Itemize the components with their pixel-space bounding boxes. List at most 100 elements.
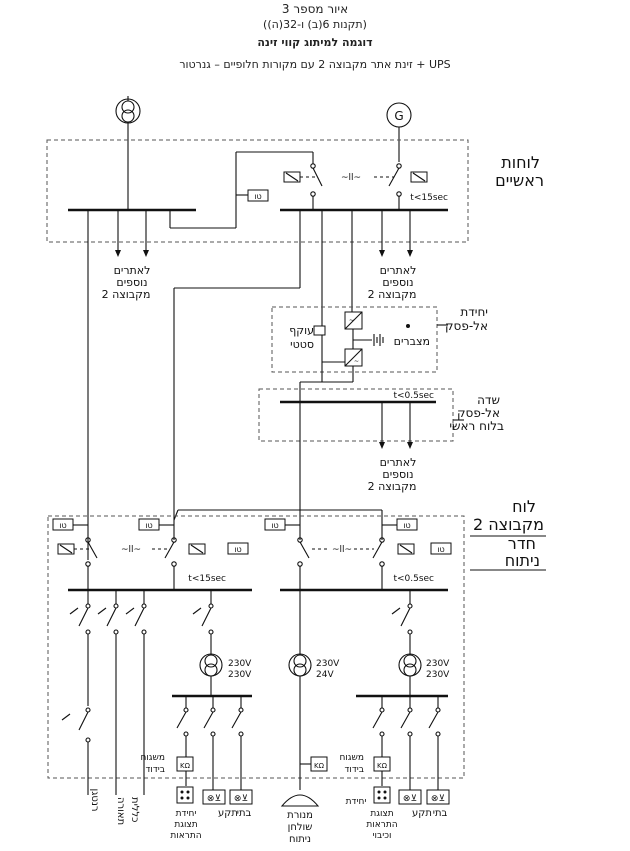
svg-text:⊗⊻: ⊗⊻ bbox=[403, 794, 417, 804]
generator-symbol: G bbox=[394, 109, 403, 123]
svg-text:טו: טו bbox=[254, 192, 261, 201]
time-delay-ups: t<0.5sec bbox=[393, 391, 434, 401]
svg-text:~: ~ bbox=[354, 358, 359, 365]
figure-number: איור מספר 3 bbox=[281, 2, 349, 16]
svg-text:יחידת: יחידת bbox=[460, 305, 488, 319]
svg-text:כללית: כללית bbox=[129, 797, 140, 822]
alarm-panel-right bbox=[373, 786, 391, 804]
isolation-transformer-center: 230V 24V bbox=[288, 653, 340, 696]
svg-text:תצוגת: תצוגת bbox=[370, 809, 393, 819]
svg-text:התראות: התראות bbox=[366, 820, 397, 830]
svg-text:טו: טו bbox=[403, 521, 410, 530]
operating-lamp bbox=[280, 794, 320, 807]
more-sites-label-left: לאתרים נוספים מקבוצה 2 bbox=[102, 264, 151, 301]
svg-text:נוספים: נוספים bbox=[116, 276, 147, 289]
alarm-panel-left bbox=[176, 786, 194, 804]
isolation-transformer-right: 230V 230V bbox=[398, 653, 450, 696]
svg-text:בלוח ראשי: בלוח ראשי bbox=[449, 419, 504, 433]
svg-text:וכיבוי: וכיבוי bbox=[373, 831, 392, 841]
batteries: מצברים bbox=[353, 334, 430, 348]
svg-text:אל-פסק: אל-פסק bbox=[457, 406, 500, 420]
inverter: ~ bbox=[344, 348, 363, 367]
more-sites-label-ups: לאתרים נוספים מקבוצה 2 bbox=[368, 456, 417, 493]
right-bus-breakers bbox=[299, 590, 413, 654]
svg-text:טו: טו bbox=[234, 545, 241, 554]
svg-text:~ll~: ~ll~ bbox=[332, 545, 352, 555]
svg-text:KΩ: KΩ bbox=[314, 762, 325, 770]
svg-text:לוח: לוח bbox=[512, 497, 536, 516]
svg-text:טו: טו bbox=[145, 521, 152, 530]
or-board-frame bbox=[47, 515, 465, 779]
time-delay-or-right: t<0.5sec bbox=[393, 574, 434, 584]
svg-text:לוחות: לוחות bbox=[501, 153, 540, 172]
svg-text:יחידת: יחידת bbox=[346, 797, 367, 807]
svg-text:מצברים: מצברים bbox=[394, 335, 430, 348]
svg-text:ניתוח: ניתוח bbox=[289, 834, 311, 845]
svg-text:עוקף: עוקף bbox=[289, 324, 314, 337]
static-bypass: עוקף סטטי bbox=[289, 324, 326, 351]
svg-text:230V: 230V bbox=[228, 659, 252, 669]
svg-text:מנורת: מנורת bbox=[287, 810, 313, 821]
ups-unit-frame bbox=[271, 306, 438, 373]
svg-text:מקבוצה 2: מקבוצה 2 bbox=[368, 480, 417, 493]
insulation-monitor-right: KΩ משגוח בידוד bbox=[339, 753, 391, 775]
svg-text:לאתרים: לאתרים bbox=[380, 456, 417, 469]
svg-text:230V: 230V bbox=[316, 659, 340, 669]
figure-subtitle: זינת אתר מקבוצה 2 עם מקורות חלופיים – גנ… bbox=[179, 58, 451, 71]
regulation-reference: (תקנות 6(ב) ו-32(ה)) bbox=[263, 18, 367, 31]
svg-text:חדר: חדר bbox=[508, 534, 536, 553]
svg-text:רנטגן: רנטגן bbox=[89, 789, 100, 812]
svg-text:⊗⊻: ⊗⊻ bbox=[431, 794, 445, 804]
svg-text:מקבוצה 2: מקבוצה 2 bbox=[102, 288, 151, 301]
generator-source: G bbox=[386, 102, 412, 162]
or-transfer-switch-left: ~ll~ bbox=[57, 537, 206, 590]
outlet-group-right: ⊗⊻ ⊗⊻ bbox=[398, 789, 450, 805]
svg-text:230V: 230V bbox=[228, 670, 252, 680]
svg-text:⊗⊻: ⊗⊻ bbox=[207, 794, 221, 804]
sensor-relay-main: טו bbox=[236, 189, 269, 202]
svg-text:תקע: תקע bbox=[218, 808, 238, 819]
or-transfer-switch-right: ~ll~ bbox=[297, 537, 415, 590]
feeder-arrows-right bbox=[379, 210, 413, 257]
svg-text:שולחן: שולחן bbox=[288, 822, 313, 833]
svg-text:בידוד: בידוד bbox=[146, 765, 166, 775]
svg-text:אל-פסק: אל-פסק bbox=[445, 319, 488, 333]
svg-text:טו: טו bbox=[59, 521, 66, 530]
svg-text:230V: 230V bbox=[426, 670, 450, 680]
feeder-arrows-ups bbox=[379, 402, 413, 449]
svg-text:לאתרים: לאתרים bbox=[380, 264, 417, 277]
main-transfer-switch: ~ll~ bbox=[169, 151, 428, 229]
ups-field-label: שדה אל-פסק בלוח ראשי bbox=[449, 393, 504, 433]
svg-text:בידוד: בידוד bbox=[345, 765, 365, 775]
left-bus-breakers bbox=[61, 590, 214, 795]
svg-text:ניתוח: ניתוח bbox=[505, 551, 540, 570]
feeder-arrows-left bbox=[115, 210, 149, 257]
svg-text:סטטי: סטטי bbox=[290, 338, 314, 351]
svg-text:תקע: תקע bbox=[412, 808, 432, 819]
rectifier: ~ bbox=[344, 311, 363, 330]
svg-text:⊗⊻: ⊗⊻ bbox=[234, 794, 248, 804]
sensor-relays-or: טו טו טו טו טו טו bbox=[52, 518, 452, 555]
or-board-label: לוח מקבוצה 2 חדר ניתוח bbox=[470, 497, 546, 571]
svg-text:~ll~: ~ll~ bbox=[341, 173, 361, 183]
time-delay-main: t<15sec bbox=[410, 193, 448, 203]
figure-title: דוגמה למיתוג קווי זינה bbox=[257, 36, 373, 49]
ups-unit-label: יחידת אל-פסק bbox=[437, 305, 488, 333]
ups-field-frame bbox=[258, 388, 454, 442]
isolation-transformer-left: 230V 230V bbox=[199, 653, 252, 696]
svg-text:טו: טו bbox=[437, 545, 444, 554]
svg-text:תצוגת: תצוגת bbox=[174, 820, 197, 830]
insulation-monitor-center: KΩ bbox=[299, 696, 328, 790]
svg-text:משגוח: משגוח bbox=[339, 753, 364, 763]
svg-text:ראשיים: ראשיים bbox=[495, 171, 544, 190]
svg-text:התראות: התראות bbox=[170, 831, 201, 841]
svg-text:משגוח: משגוח bbox=[140, 753, 165, 763]
svg-text:טו: טו bbox=[271, 521, 278, 530]
svg-text:230V: 230V bbox=[426, 659, 450, 669]
transformer-source bbox=[115, 96, 141, 210]
main-boards-frame bbox=[46, 139, 469, 243]
insulation-monitor-left: KΩ משגוח בידוד bbox=[140, 753, 194, 775]
svg-text:24V: 24V bbox=[316, 670, 334, 680]
svg-text:יחידת: יחידת bbox=[176, 809, 197, 819]
